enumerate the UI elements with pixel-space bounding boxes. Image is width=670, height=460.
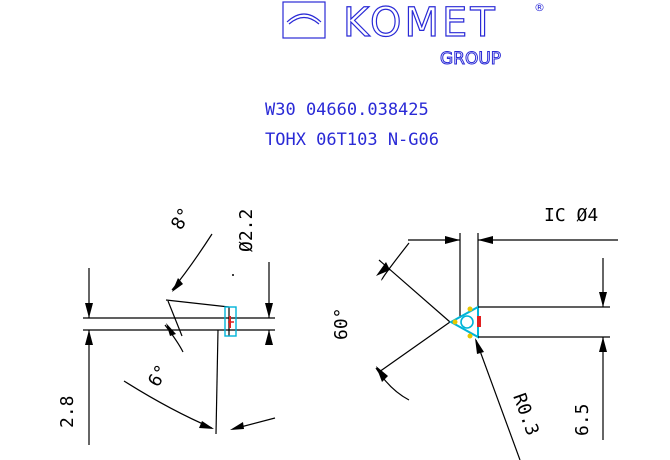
dim-ic: IC Ø4 (544, 205, 598, 226)
insert-corner-mark (467, 306, 473, 312)
radius-leader (475, 339, 521, 460)
side-view: 2.8 Ø2.2 8° 6° (57, 204, 276, 445)
insert-designation: TOHX 06T103 N-G06 (265, 130, 439, 150)
dim-arrow (172, 278, 183, 292)
dim-arrow (199, 421, 214, 429)
dim-arrow (230, 422, 244, 430)
insert-edge-mark (477, 316, 481, 327)
dim-arrow (376, 262, 390, 276)
logo-brand: KOMET (343, 0, 498, 46)
top-view: IC Ø4 60° 6.5 R0.3 (331, 205, 618, 460)
dim-arrow (265, 330, 273, 345)
dim-angle-top: 8° (167, 204, 196, 233)
logo-registered-mark: ® (534, 1, 545, 14)
dim-arrow (265, 303, 273, 318)
angle-6-arc-top (164, 324, 184, 353)
insert-corner-mark (467, 333, 473, 339)
angle-60-lower-leg (378, 321, 451, 373)
insert-left-flank (167, 300, 183, 337)
logo-emblem (282, 1, 326, 39)
dim-arrow (376, 366, 388, 382)
dim-arrow (475, 338, 484, 354)
angle-60-upper-leg (378, 259, 451, 323)
insert-corner-mark (452, 319, 458, 325)
dim-arrow (478, 236, 493, 244)
article-number: W30 04660.038425 (265, 100, 429, 120)
insert-top-edge (165, 299, 230, 308)
dim-diameter: Ø2.2 (236, 209, 257, 252)
angle-6-arc-bottom (123, 380, 213, 429)
logo-emblem-arc (286, 13, 322, 23)
dim-angle-point: 60° (331, 307, 352, 340)
marker-dot (232, 274, 234, 276)
dim-arrow (85, 303, 93, 318)
komet-logo: KOMET ® GROUP (282, 0, 545, 70)
logo-emblem-arc-inner (288, 16, 320, 25)
dim-height-left: 2.8 (57, 395, 78, 428)
dim-arrow (599, 292, 607, 307)
insert-cutting-tip (224, 306, 237, 337)
dim-height-right: 6.5 (572, 403, 593, 436)
dim-arrow (445, 236, 460, 244)
dim-arrow (85, 330, 93, 345)
dim-radius: R0.3 (508, 391, 543, 439)
dim-angle-bottom: 6° (144, 361, 173, 390)
insert-hole (460, 315, 474, 329)
logo-group: GROUP (440, 49, 501, 69)
dim-arrow (599, 337, 607, 352)
insert-clearance-line (215, 329, 219, 435)
dim-arrow (166, 323, 176, 336)
